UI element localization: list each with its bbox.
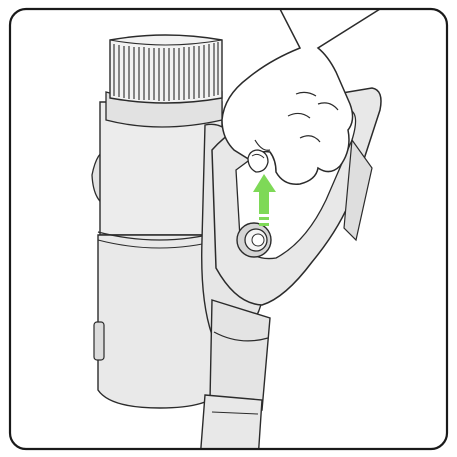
illustration-content	[92, 9, 381, 457]
release-button-icon	[237, 223, 271, 257]
filter-cap	[110, 35, 222, 103]
bin-latch	[94, 322, 104, 360]
wand-tube	[200, 395, 262, 457]
wand-neck	[210, 300, 270, 410]
